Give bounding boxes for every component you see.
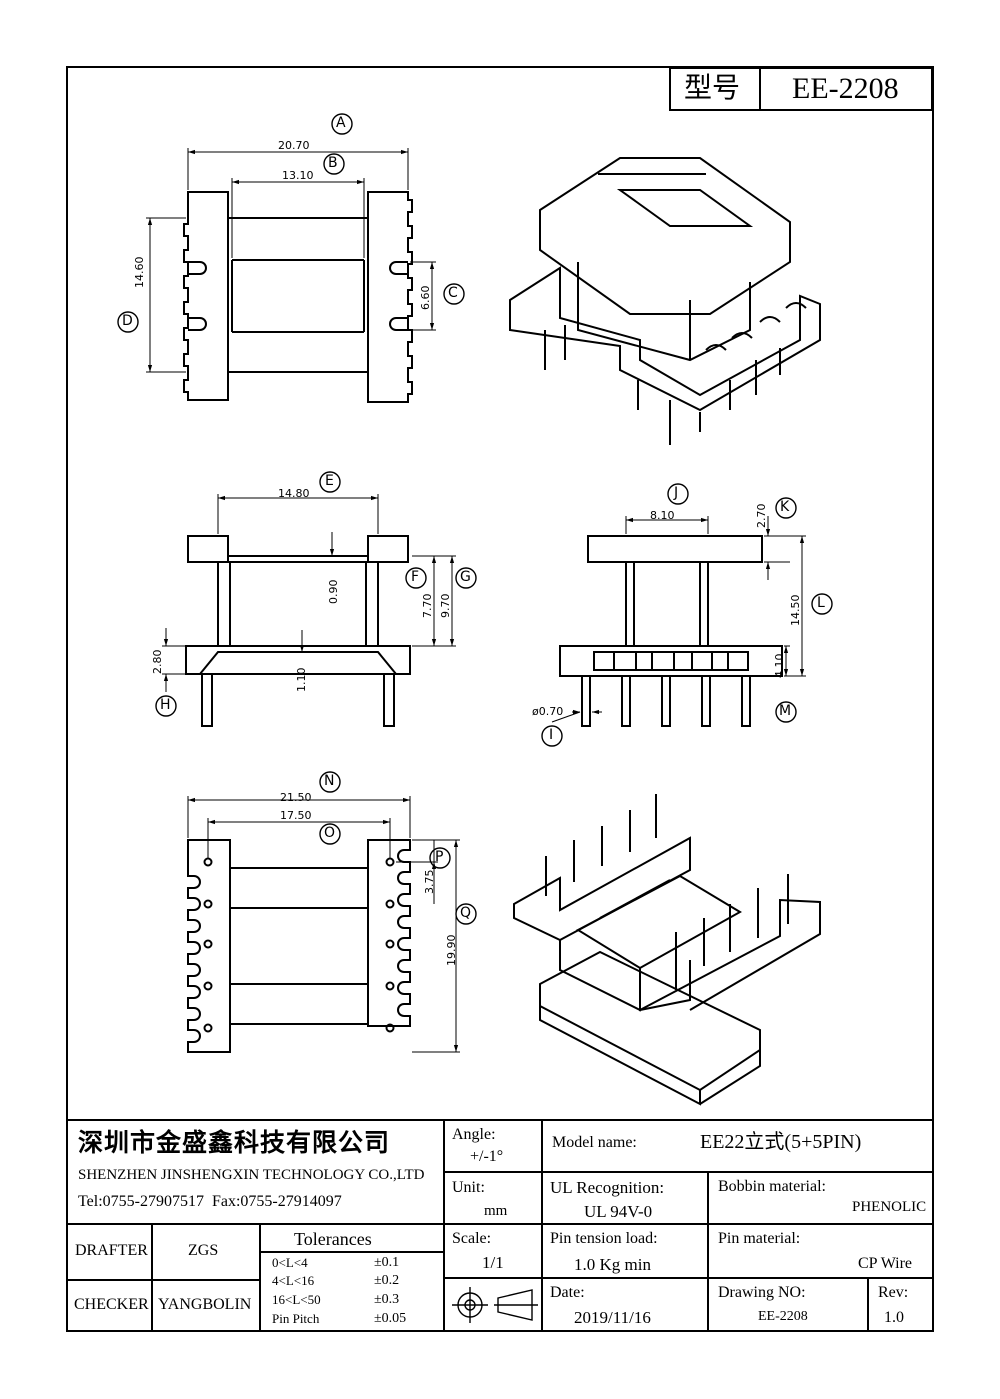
company-name-cn: 深圳市金盛鑫科技有限公司	[78, 1128, 391, 1157]
dim-label-m: M	[779, 703, 792, 719]
rev-label: Rev:	[878, 1284, 909, 1301]
dim-8-10: 8.10	[650, 509, 675, 522]
tolerance-value: ±0.3	[374, 1292, 400, 1307]
pin-material-value: CP Wire	[858, 1255, 913, 1272]
dim-6-60: 6.60	[419, 285, 432, 311]
drawing-no-label: Drawing NO:	[718, 1284, 806, 1301]
side-view	[559, 535, 783, 727]
tolerance-range: 0<L<4	[272, 1255, 308, 1270]
checker-name: YANGBOLIN	[158, 1296, 252, 1313]
tolerances-title: Tolerances	[294, 1229, 372, 1249]
dim-14-50: 14.50	[789, 594, 802, 627]
dim-label-q: Q	[460, 905, 472, 921]
dim-0-70: ø0.70	[532, 705, 564, 718]
dim-17-50: 17.50	[280, 809, 312, 822]
date-value: 2019/11/16	[574, 1308, 651, 1327]
dim-2-70: 2.70	[755, 503, 768, 529]
drafter-name: ZGS	[188, 1242, 219, 1259]
model-value: EE-2208	[792, 72, 899, 105]
iso-view-bottom	[513, 794, 821, 1106]
angle-value: +/-1°	[470, 1148, 504, 1165]
dim-4-10: 4.10	[773, 653, 786, 679]
company-contact: Tel:0755-27907517 Fax:0755-27914097	[78, 1193, 342, 1210]
model-name-label: Model name:	[552, 1134, 637, 1151]
angle-label: Angle:	[452, 1126, 496, 1143]
unit-label: Unit:	[452, 1179, 485, 1196]
scale-label: Scale:	[452, 1230, 492, 1247]
drafter-label: DRAFTER	[75, 1242, 148, 1259]
dim-21-50: 21.50	[280, 791, 312, 804]
dim-label-a: A	[336, 115, 346, 131]
title-block	[66, 1119, 934, 1332]
dim-3-75: 3.75	[423, 869, 436, 895]
dim-label-g: G	[460, 569, 471, 585]
pin-material-label: Pin material:	[718, 1230, 801, 1247]
top-view	[183, 191, 413, 403]
dim-label-d: D	[122, 313, 133, 329]
dim-label-f: F	[411, 569, 420, 585]
company-name-en: SHENZHEN JINSHENGXIN TECHNOLOGY CO.,LTD	[78, 1167, 425, 1183]
pin-tension-label: Pin tension load:	[550, 1230, 658, 1247]
bobbin-value: PHENOLIC	[852, 1199, 927, 1215]
dim-2-80: 2.80	[151, 649, 164, 675]
rev-value: 1.0	[884, 1309, 904, 1326]
dim-0-90: 0.90	[327, 579, 340, 605]
tolerance-value: ±0.1	[374, 1255, 400, 1270]
dim-14-60: 14.60	[133, 256, 146, 289]
bottom-view	[187, 839, 411, 1053]
dim-label-o: O	[324, 825, 336, 841]
ul-value: UL 94V-0	[584, 1202, 653, 1221]
dim-9-70: 9.70	[439, 593, 452, 619]
unit-value: mm	[484, 1203, 508, 1219]
front-view	[185, 535, 411, 727]
tolerance-range: Pin Pitch	[272, 1311, 320, 1326]
tolerance-value: ±0.05	[374, 1311, 407, 1326]
dim-label-j: J	[674, 485, 679, 501]
projection-symbol	[452, 1287, 538, 1323]
scale-value: 1/1	[482, 1253, 504, 1272]
dim-20-70: 20.70	[278, 139, 310, 152]
model-header-box	[669, 67, 933, 111]
dim-label-h: H	[160, 697, 171, 713]
dim-label-e: E	[325, 473, 334, 489]
dim-label-b: B	[328, 155, 338, 171]
bobbin-label: Bobbin material:	[718, 1178, 826, 1195]
dim-label-p: P	[435, 849, 444, 865]
ul-label: UL Recognition:	[550, 1178, 665, 1197]
dim-label-l: L	[817, 595, 825, 611]
date-label: Date:	[550, 1284, 585, 1301]
drawing-no-value: EE-2208	[758, 1309, 808, 1324]
drawing-frame	[66, 66, 934, 1332]
dim-label-k: K	[780, 499, 790, 515]
dim-1-10: 1.10	[295, 667, 308, 693]
model-label: 型号	[684, 71, 741, 104]
dim-7-70: 7.70	[421, 593, 434, 619]
dim-13-10: 13.10	[282, 169, 314, 182]
checker-label: CHECKER	[74, 1296, 149, 1313]
dim-label-c: C	[448, 285, 458, 301]
dim-label-i: I	[549, 727, 554, 743]
tolerance-range: 4<L<16	[272, 1273, 315, 1288]
dim-label-n: N	[324, 773, 335, 789]
model-name-value: EE22立式(5+5PIN)	[700, 1131, 862, 1153]
tolerance-value: ±0.2	[374, 1273, 400, 1288]
pin-tension-value: 1.0 Kg min	[574, 1255, 651, 1274]
dim-19-90: 19.90	[445, 934, 458, 967]
tolerance-range: 16<L<50	[272, 1292, 321, 1307]
dim-14-80: 14.80	[278, 487, 310, 500]
iso-view-top	[509, 157, 821, 445]
